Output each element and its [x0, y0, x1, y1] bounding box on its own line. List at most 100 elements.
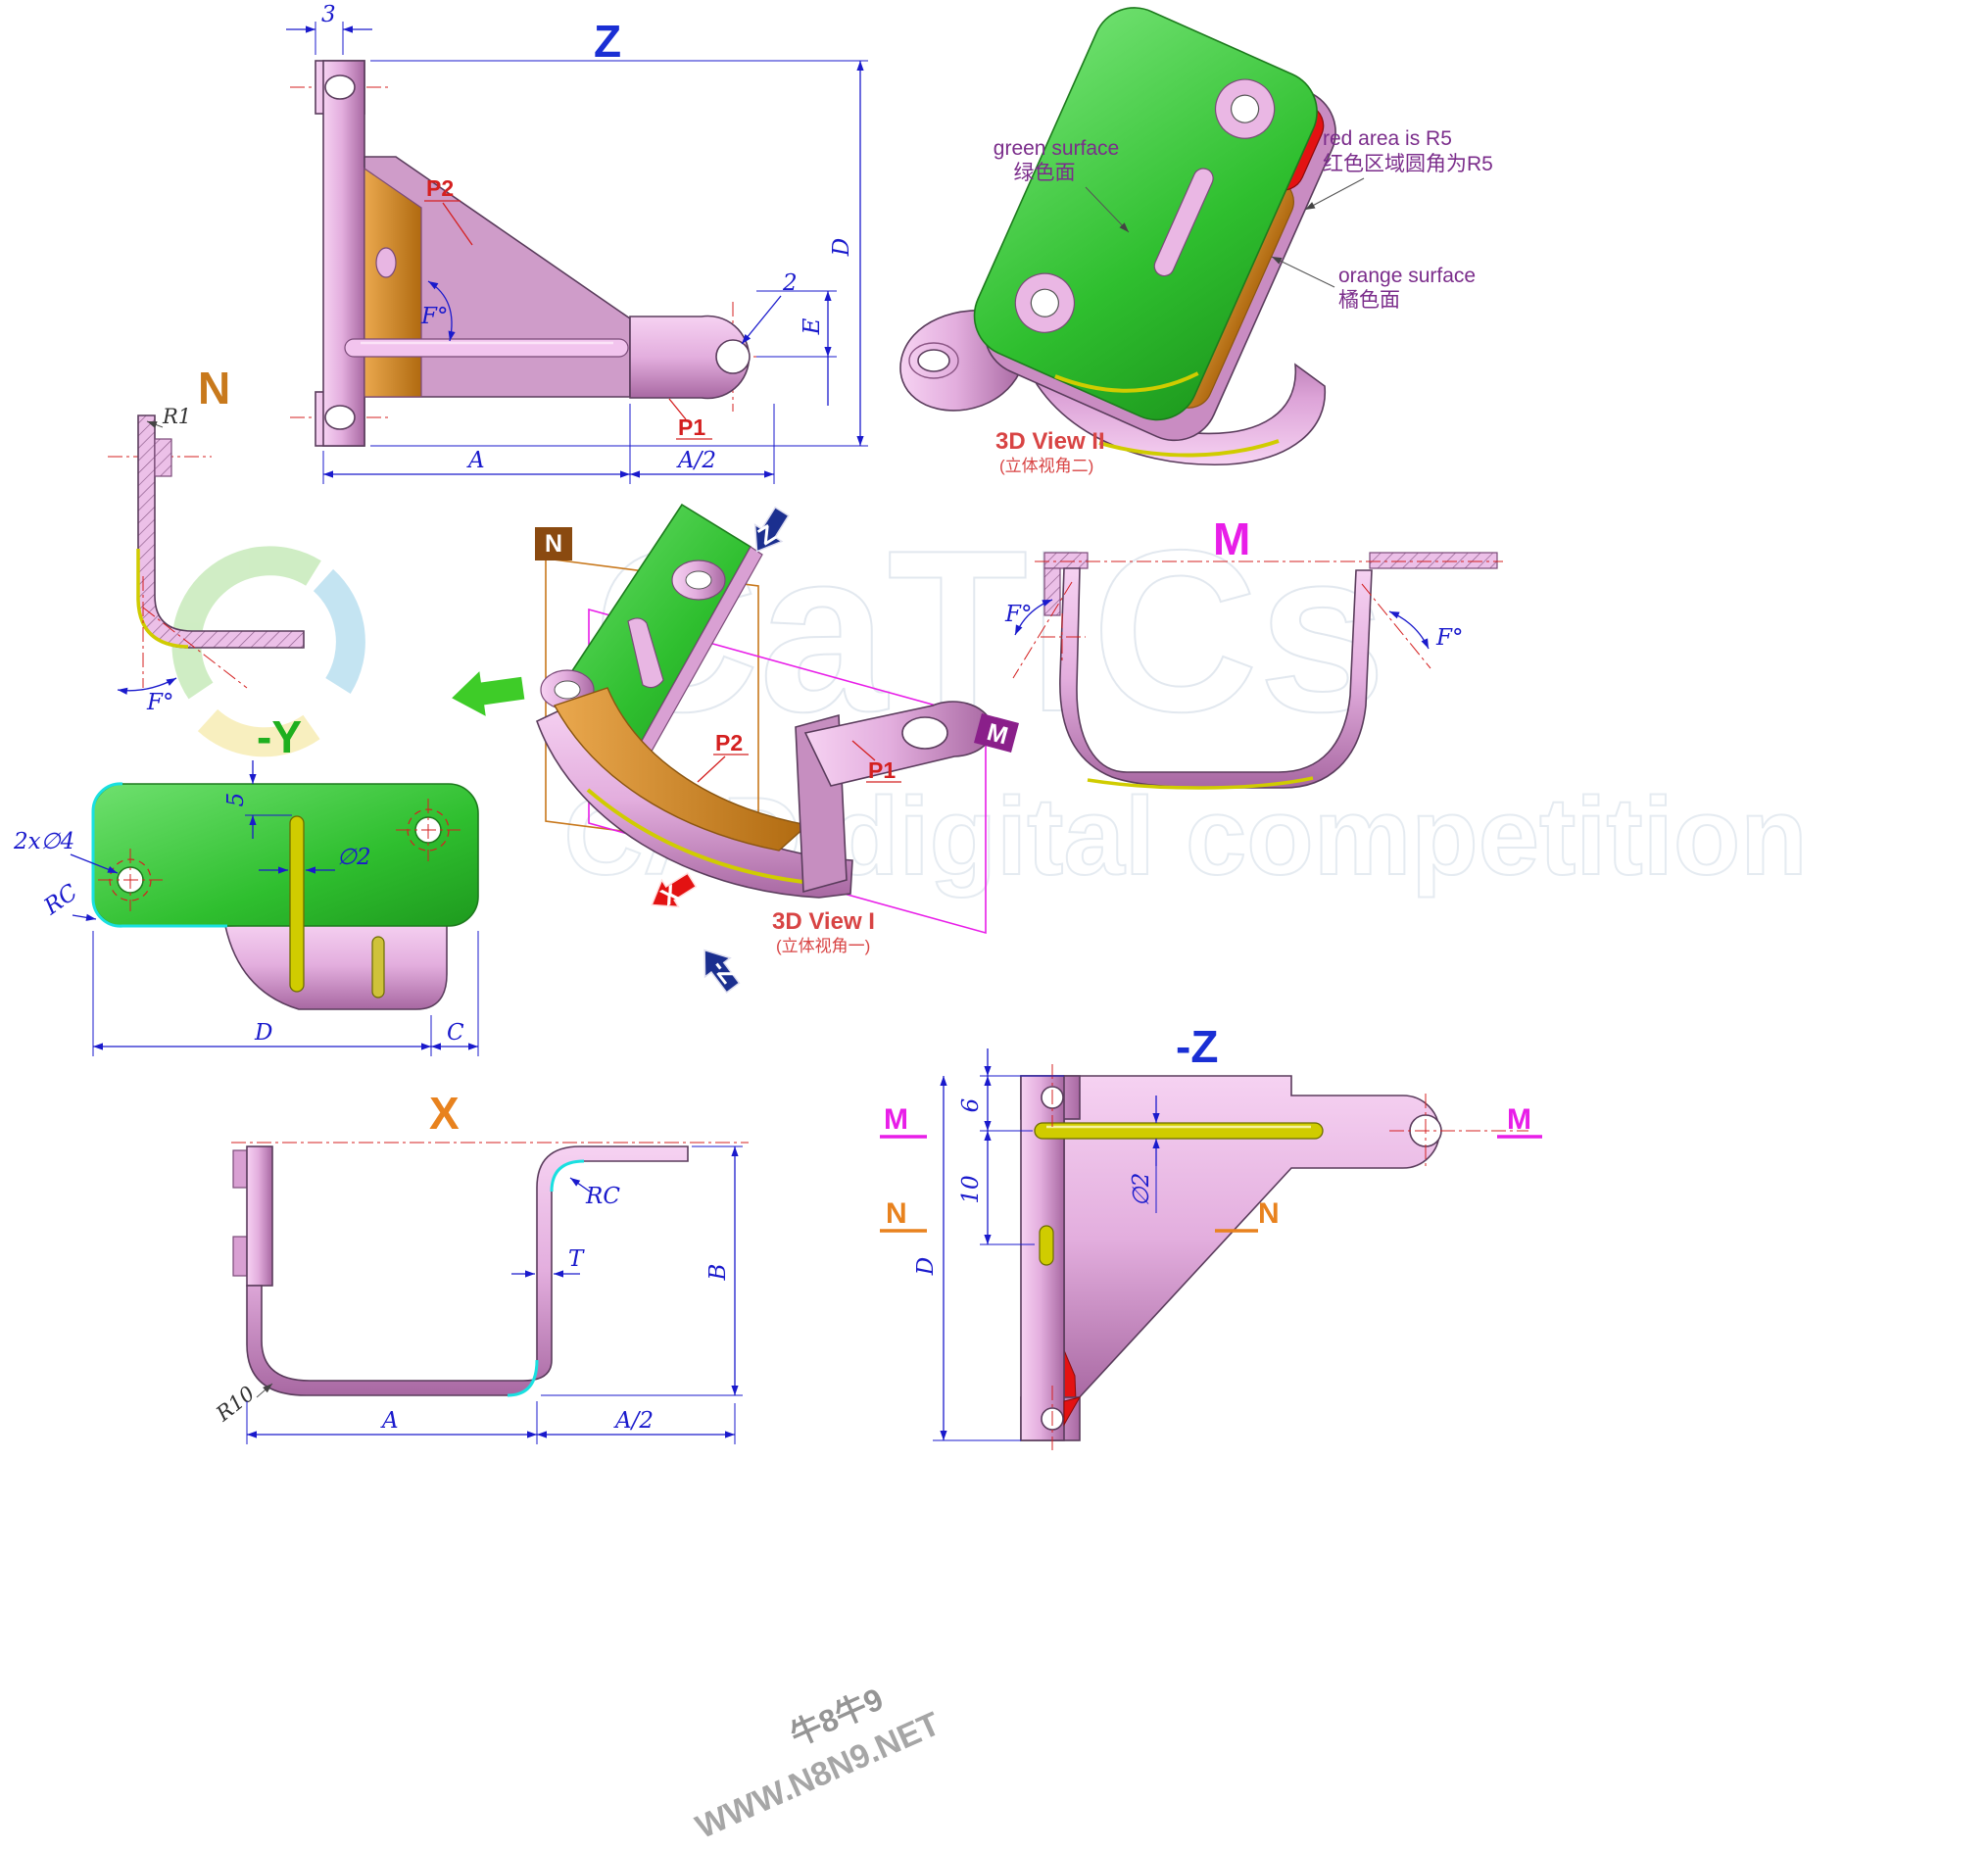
m-angle-f-right: F°	[1361, 583, 1463, 669]
z-dim-2: 2	[741, 270, 798, 345]
3di-p2-label: P2	[715, 730, 743, 755]
x-label-r10: R10	[211, 1382, 273, 1427]
view-3d-ii: green surface 绿色面 red area is R5 红色区域圆角为…	[899, 7, 1493, 475]
negz-section-n-left: N	[886, 1197, 907, 1230]
z-dim-a2-label: A/2	[676, 448, 716, 473]
z-arm-hole	[715, 339, 751, 374]
3di-slot-ridge	[627, 617, 664, 689]
3dii-red-zh: 红色区域圆角为R5	[1323, 153, 1493, 175]
m-channel	[1059, 567, 1373, 789]
negz-section-m-left: M	[884, 1103, 908, 1136]
negy-rc-label: RC	[39, 879, 83, 920]
z-dim-3: 3	[286, 2, 372, 55]
z-part	[315, 60, 751, 447]
z-dim-d-label: D	[829, 238, 854, 257]
negy-dim-slot: ∅2	[259, 845, 371, 874]
negz-section-m-right: M	[1507, 1103, 1531, 1136]
3di-part	[535, 503, 994, 899]
z-label-p2: P2	[424, 175, 473, 246]
view-n: N R1 F°	[108, 363, 305, 715]
3dii-caption-sub: (立体视角二)	[999, 457, 1093, 475]
n-r1-label: R1	[162, 405, 191, 428]
negz-section-m: M M	[880, 1103, 1542, 1139]
3dii-ear-hole	[917, 349, 950, 372]
view-3d-i: N Z X -Z M P2 P1 3D Vi	[447, 503, 1019, 994]
3dii-caption: 3D View II	[995, 428, 1105, 455]
3dii-green-zh: 绿色面	[1014, 162, 1076, 184]
x-dim-a2-label: A/2	[613, 1408, 654, 1434]
negz-dim-d: D	[913, 1076, 1021, 1441]
3di-p1-label: P1	[868, 757, 896, 783]
3di-hole-left	[554, 680, 581, 700]
z-angle-f: F°	[420, 280, 456, 342]
3di-arm-hole	[901, 716, 948, 750]
3dii-slot-ridge	[1153, 168, 1214, 277]
n-tab-section	[154, 438, 172, 477]
n-angle-f: F°	[117, 576, 248, 715]
view-m: M F° F°	[1004, 513, 1503, 790]
m-right-flange	[1369, 552, 1498, 569]
negy-label-rc: RC	[39, 879, 97, 921]
negz-dim-6-10: 6 10	[958, 1048, 1064, 1245]
3dii-yellow-edge	[1098, 439, 1280, 458]
n-yellow-edge	[136, 549, 189, 649]
3di-caption: 3D View I	[772, 908, 875, 935]
view-neg-z: -Z 6 10	[880, 1021, 1542, 1450]
x-rc-label: RC	[585, 1184, 620, 1209]
3di-hole-top	[685, 570, 712, 590]
3di-axis-n-label: N	[545, 530, 562, 558]
m-angle-f-left-label: F°	[1004, 602, 1032, 627]
footer-watermark: 牛8牛9 WWW.N8N9.NET	[691, 1681, 946, 1847]
3dii-hole-top	[1230, 94, 1260, 123]
z-p2-label: P2	[426, 175, 454, 201]
m-angle-f-left: F°	[1004, 581, 1073, 679]
3dii-hole-bottom	[1030, 288, 1059, 317]
3di-label-p1: P1	[851, 740, 901, 783]
3di-label-p2: P2	[697, 730, 749, 783]
3dii-red-en: red area is R5	[1323, 127, 1452, 150]
x-r10-label: R10	[211, 1382, 259, 1427]
3dii-green-en: green surface	[994, 137, 1119, 160]
negz-dim-d-label: D	[913, 1257, 939, 1276]
x-t-label: T	[568, 1246, 585, 1272]
m-yellow-edge	[1087, 776, 1314, 790]
z-dim-3-label: 3	[321, 2, 336, 27]
view-x: X RC T B R10	[211, 1088, 749, 1444]
3di-axis-z-arrow: Z	[753, 506, 790, 553]
z-dim-2-label: 2	[782, 270, 798, 296]
negz-section-n: N N	[880, 1197, 1280, 1233]
z-dim-a-label: A	[466, 448, 485, 473]
x-dim-a: A A/2	[246, 1401, 736, 1444]
m-angle-f-right-label: F°	[1435, 625, 1463, 651]
x-rc-corner	[550, 1159, 585, 1193]
z-dim-a: A A/2	[322, 404, 775, 484]
3dii-plate	[973, 7, 1336, 442]
view-negy-title: -Y	[257, 711, 302, 762]
negy-dim-5: 5	[223, 760, 292, 839]
view-m-title: M	[1213, 513, 1250, 564]
negz-dim-slot: ∅2	[1129, 1096, 1160, 1213]
negy-dim-holes: 2x∅4	[13, 829, 119, 874]
3di-view-direction-arrow	[447, 665, 528, 721]
z-orange-face	[364, 167, 422, 398]
3di-orange-face	[553, 687, 809, 852]
negz-section-n-right: N	[1258, 1197, 1280, 1230]
z-dim-d: D	[370, 60, 868, 447]
negy-slot2	[371, 936, 385, 999]
negy-cyan-edge	[91, 782, 227, 928]
negy-slot	[289, 815, 305, 993]
view-n-title: N	[198, 363, 230, 414]
n-label-r1: R1	[146, 405, 191, 428]
view-z: Z 3 D	[286, 2, 868, 484]
3di-axis-negz-arrow: -Z	[703, 949, 743, 994]
z-dim-e: E	[756, 290, 837, 406]
x-part	[232, 1145, 689, 1397]
negy-dim-dc: D C	[92, 931, 479, 1056]
x-dim-t: T	[511, 1246, 585, 1278]
3dii-orange-en: orange surface	[1338, 265, 1476, 287]
m-part	[1043, 552, 1498, 790]
view-x-title: X	[429, 1088, 460, 1139]
3di-caption-sub: (立体视角一)	[776, 937, 870, 955]
watermark-logo	[171, 546, 365, 757]
negz-dim-slot-label: ∅2	[1129, 1173, 1154, 1207]
